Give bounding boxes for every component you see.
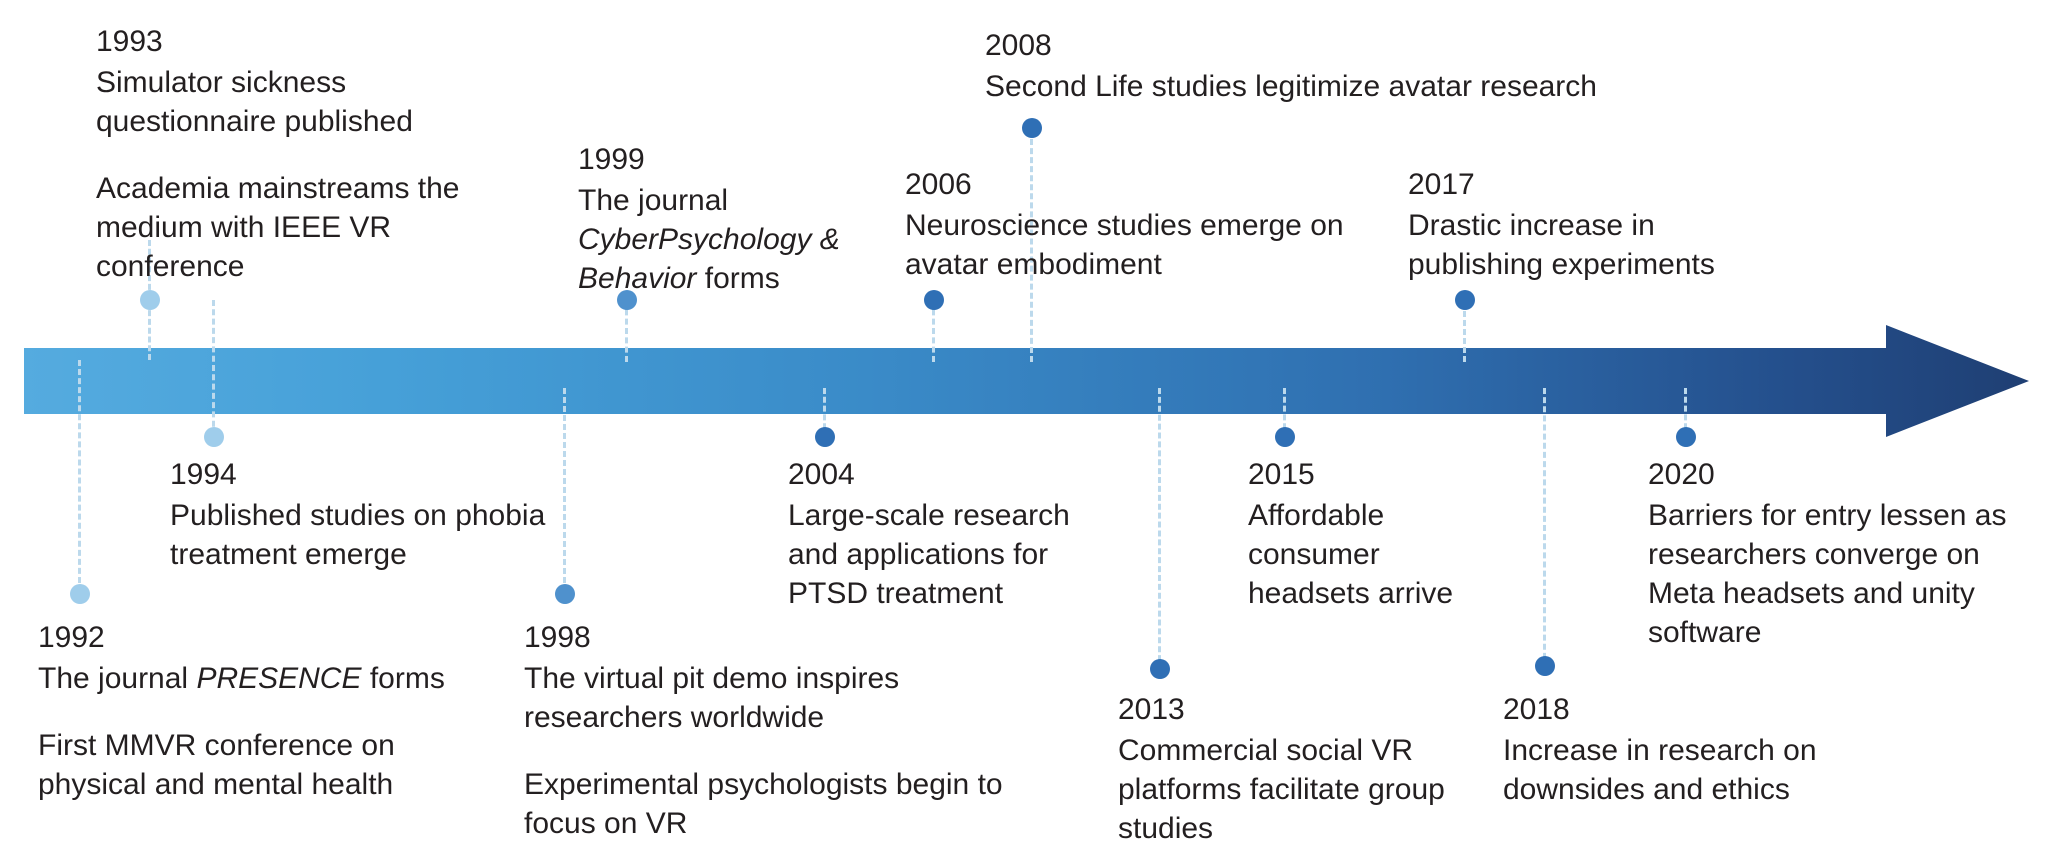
event-year-1999: 1999 xyxy=(578,143,645,176)
event-block-2020: 2020 Barriers for entry lessen as resear… xyxy=(1648,455,2038,652)
event-year-2008: 2008 xyxy=(985,29,1052,62)
event-desc-2004-0: Large-scale research and applications fo… xyxy=(788,499,1070,610)
dot-1992[interactable] xyxy=(70,584,90,604)
stem-2008 xyxy=(1030,130,1033,362)
dot-2004[interactable] xyxy=(815,427,835,447)
event-year-2017: 2017 xyxy=(1408,168,1475,201)
event-block-1998: 1998 The virtual pit demo inspires resea… xyxy=(524,618,1044,843)
event-desc-1998-0: The virtual pit demo inspires researcher… xyxy=(524,662,900,734)
event-desc-1993-1: Academia mainstreams the medium with IEE… xyxy=(96,172,460,283)
event-block-2006: 2006 Neuroscience studies emerge on avat… xyxy=(905,165,1355,284)
dot-1999[interactable] xyxy=(617,290,637,310)
event-desc-1994-0: Published studies on phobia treatment em… xyxy=(170,499,546,571)
event-desc-2013-0: Commercial social VR platforms facilitat… xyxy=(1118,734,1445,845)
stem-2006 xyxy=(932,300,935,362)
event-desc-2020-0: Barriers for entry lessen as researchers… xyxy=(1648,499,2007,649)
stem-1998 xyxy=(563,388,566,592)
event-desc-1992-0: The journal PRESENCE forms xyxy=(38,662,445,695)
event-desc-1998-1: Experimental psychologists begin to focu… xyxy=(524,768,1003,840)
dot-1994[interactable] xyxy=(204,427,224,447)
dot-2020[interactable] xyxy=(1676,427,1696,447)
event-desc-1993-0: Simulator sickness questionnaire publish… xyxy=(96,66,413,138)
event-desc-2015-0: Affordable consumer headsets arrive xyxy=(1248,499,1454,610)
stem-1994 xyxy=(212,300,215,436)
event-year-2006: 2006 xyxy=(905,168,972,201)
stem-2018 xyxy=(1543,388,1546,668)
event-year-2015: 2015 xyxy=(1248,458,1315,491)
event-block-2008: 2008 Second Life studies legitimize avat… xyxy=(985,26,1685,106)
event-desc-1999-0: The journal CyberPsychology & Behavior f… xyxy=(578,184,840,295)
event-desc-2008-0: Second Life studies legitimize avatar re… xyxy=(985,70,1597,103)
event-block-1994: 1994 Published studies on phobia treatme… xyxy=(170,455,570,574)
event-year-2020: 2020 xyxy=(1648,458,1715,491)
dot-2006[interactable] xyxy=(924,290,944,310)
event-year-1992: 1992 xyxy=(38,621,105,654)
event-block-2018: 2018 Increase in research on downsides a… xyxy=(1503,690,1823,809)
event-year-1994: 1994 xyxy=(170,458,237,491)
stem-2013 xyxy=(1158,388,1161,670)
event-block-2013: 2013 Commercial social VR platforms faci… xyxy=(1118,690,1458,848)
event-block-1992: 1992 The journal PRESENCE forms First MM… xyxy=(38,618,468,804)
stem-2017 xyxy=(1463,302,1466,362)
dot-1993[interactable] xyxy=(140,290,160,310)
stem-2015 xyxy=(1283,388,1286,438)
event-block-1993: 1993 Simulator sickness questionnaire pu… xyxy=(96,22,496,286)
dot-2018[interactable] xyxy=(1535,656,1555,676)
stem-2004 xyxy=(823,388,826,438)
dot-2008[interactable] xyxy=(1022,118,1042,138)
event-year-2004: 2004 xyxy=(788,458,855,491)
event-desc-2018-0: Increase in research on downsides and et… xyxy=(1503,734,1817,806)
event-year-1998: 1998 xyxy=(524,621,591,654)
event-block-2015: 2015 Affordable consumer headsets arrive xyxy=(1248,455,1498,613)
event-year-1993: 1993 xyxy=(96,25,163,58)
dot-2013[interactable] xyxy=(1150,659,1170,679)
stem-1999 xyxy=(625,300,628,362)
event-year-2013: 2013 xyxy=(1118,693,1185,726)
event-block-2004: 2004 Large-scale research and applicatio… xyxy=(788,455,1118,613)
event-block-1999: 1999 The journal CyberPsychology & Behav… xyxy=(578,140,848,298)
event-block-2017: 2017 Drastic increase in publishing expe… xyxy=(1408,165,1788,284)
stem-2020 xyxy=(1684,388,1687,438)
stem-1992 xyxy=(78,360,81,592)
dot-1998[interactable] xyxy=(555,584,575,604)
event-year-2018: 2018 xyxy=(1503,693,1570,726)
timeline-axis-arrow xyxy=(24,325,2029,437)
timeline-arrow-svg xyxy=(24,325,2029,437)
dot-2015[interactable] xyxy=(1275,427,1295,447)
dot-2017[interactable] xyxy=(1455,290,1475,310)
event-desc-2006-0: Neuroscience studies emerge on avatar em… xyxy=(905,209,1344,281)
event-desc-2017-0: Drastic increase in publishing experimen… xyxy=(1408,209,1715,281)
event-desc-1992-1: First MMVR conference on physical and me… xyxy=(38,729,395,801)
